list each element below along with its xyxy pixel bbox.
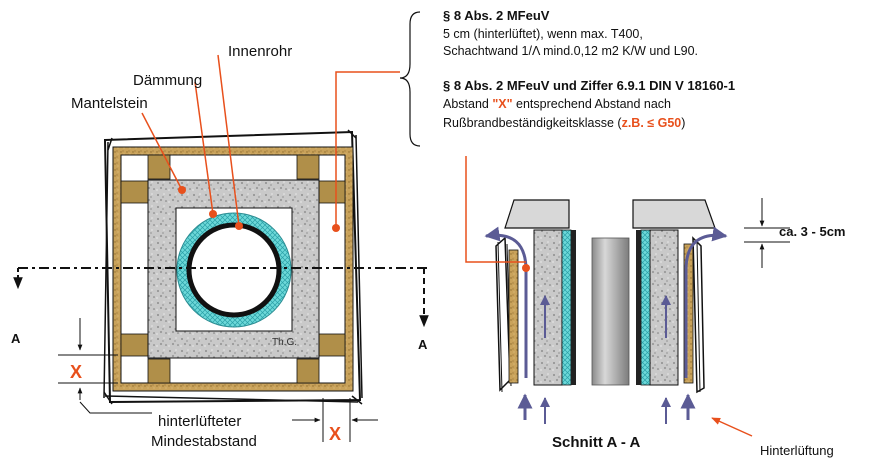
section-pipe-wall-left bbox=[571, 230, 576, 385]
section-flue bbox=[591, 237, 630, 386]
gap-label: ca. 3 - 5cm bbox=[779, 224, 846, 239]
cover-cap-left bbox=[504, 199, 570, 229]
corner-spacer bbox=[296, 154, 320, 180]
section-view bbox=[465, 156, 790, 437]
corner-spacer bbox=[296, 358, 320, 384]
reg-line-3b: entsprechend Abstand nach bbox=[513, 97, 672, 111]
section-insulation-right bbox=[640, 229, 651, 386]
corner-spacer bbox=[147, 358, 171, 384]
reg-line-4a: Rußbrandbeständigkeitsklasse ( bbox=[443, 116, 622, 130]
dimension-x-bottom: X bbox=[329, 424, 341, 444]
label-innenrohr: Innenrohr bbox=[228, 43, 292, 60]
label-daemmung: Dämmung bbox=[133, 72, 202, 89]
corner-spacer bbox=[147, 154, 171, 180]
section-cladding-right bbox=[683, 243, 694, 384]
reg-line-2: Schachtwand 1/Λ mind.0,12 m2 K/W und L90… bbox=[443, 44, 698, 58]
reg-line-4-class: z.B. ≤ G50 bbox=[622, 116, 682, 130]
caption-line1: hinterlüfteter bbox=[158, 413, 241, 430]
section-mantle-right bbox=[649, 229, 679, 386]
airflow-leader bbox=[711, 417, 753, 437]
reg-line-3-x: "X" bbox=[492, 97, 512, 111]
innenrohr-marker bbox=[235, 222, 243, 230]
dimension-x-left: X bbox=[70, 362, 82, 382]
reg-heading-2: § 8 Abs. 2 MFeuV und Ziffer 6.9.1 DIN V … bbox=[443, 78, 735, 93]
reg-line-3: Abstand "X" entsprechend Abstand nach bbox=[443, 97, 671, 111]
outer-wall-outline bbox=[103, 130, 362, 404]
airflow-arrow-right bbox=[684, 226, 728, 378]
caption-line2: Mindestabstand bbox=[151, 433, 257, 450]
label-mantelstein: Mantelstein bbox=[71, 95, 148, 112]
reg-line-4c: ) bbox=[681, 116, 685, 130]
mantelstein-marker bbox=[178, 186, 186, 194]
cladding-marker bbox=[332, 224, 340, 232]
reg-line-4: Rußbrandbeständigkeitsklasse (z.B. ≤ G50… bbox=[443, 116, 685, 130]
author-initials: Th.G. bbox=[272, 337, 297, 348]
reg-line-1: 5 cm (hinterlüftet), wenn max. T400, bbox=[443, 27, 643, 41]
section-cladding-marker bbox=[522, 264, 530, 272]
section-cladding-left bbox=[508, 249, 519, 384]
section-insulation-left bbox=[561, 229, 572, 386]
section-marker-left: A bbox=[11, 331, 21, 346]
airflow-label: Hinterlüftung bbox=[760, 443, 834, 458]
section-marker-right: A bbox=[418, 337, 428, 352]
section-title: Schnitt A - A bbox=[552, 434, 640, 451]
inner-pipe bbox=[186, 222, 282, 318]
daemmung-marker bbox=[209, 210, 217, 218]
section-mantle-left bbox=[533, 229, 563, 386]
plan-view bbox=[13, 54, 430, 442]
cover-cap-right bbox=[632, 199, 716, 229]
section-pipe-wall-right bbox=[636, 230, 641, 385]
reg-line-3a: Abstand bbox=[443, 97, 492, 111]
text-brace bbox=[399, 11, 421, 147]
reg-heading-1: § 8 Abs. 2 MFeuV bbox=[443, 8, 550, 23]
